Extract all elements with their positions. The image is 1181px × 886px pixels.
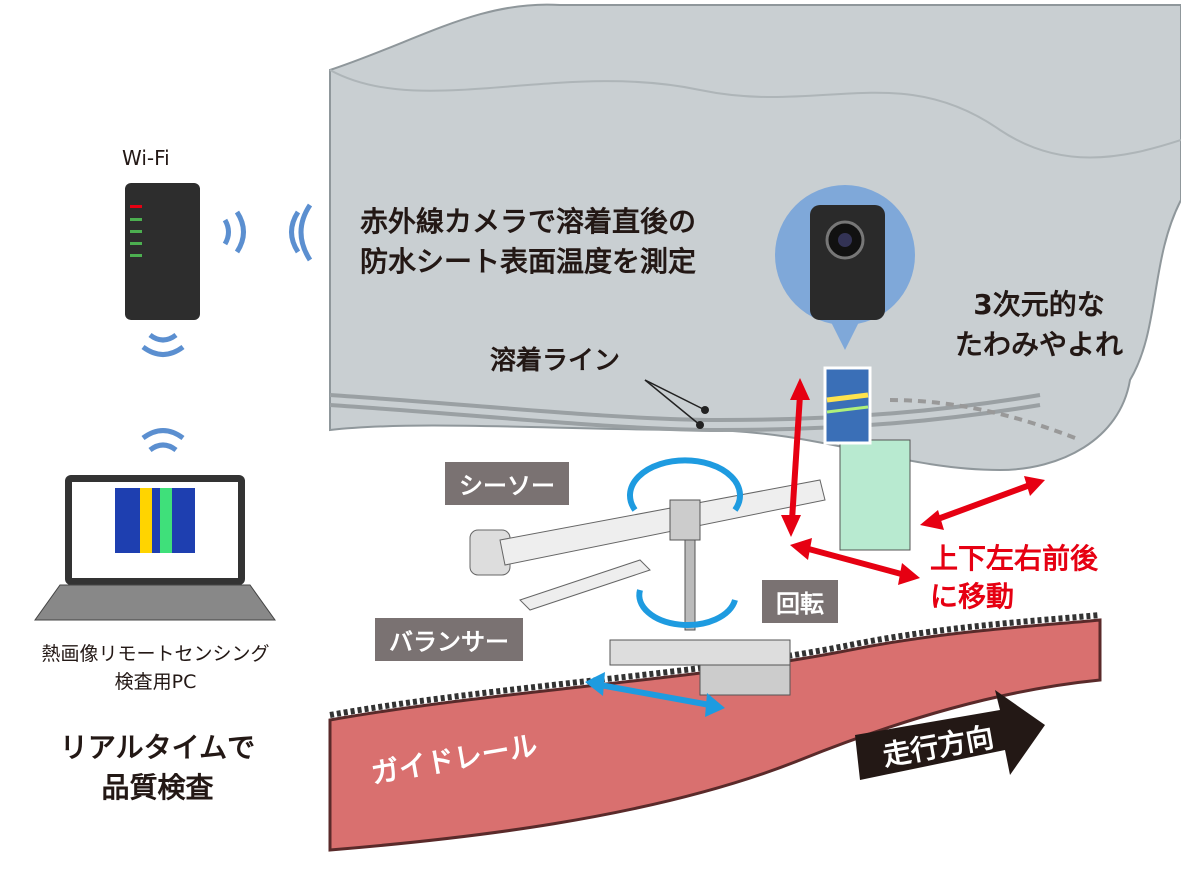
camera-caption-line: 赤外線カメラで溶着直後の	[360, 205, 697, 238]
deformation-caption-line: 3次元的な	[973, 288, 1105, 321]
balancer-label: バランサー	[375, 618, 523, 661]
waterproof-sheet	[329, 3, 1181, 472]
pc-caption: 熱画像リモートセンシング 検査用PC	[28, 640, 283, 696]
wifi-signal-icon	[141, 203, 313, 453]
conclusion-caption: リアルタイムで 品質検査	[40, 728, 275, 808]
movement-caption-line: に移動	[930, 580, 1015, 613]
pc-caption-line: 熱画像リモートセンシング	[41, 643, 270, 665]
thermal-image	[823, 366, 872, 445]
movement-caption-line: 上下左右前後	[930, 542, 1099, 575]
deformation-caption: 3次元的な たわみやよれ	[955, 285, 1123, 365]
movement-caption: 上下左右前後 に移動	[930, 540, 1098, 616]
weld-line	[329, 393, 1041, 423]
direction-arrow	[855, 690, 1045, 780]
seesaw-label: シーソー	[445, 462, 569, 505]
camera-caption: 赤外線カメラで溶着直後の 防水シート表面温度を測定	[360, 202, 696, 282]
conclusion-line: リアルタイムで	[59, 731, 256, 764]
wifi-router	[125, 183, 200, 320]
pc-caption-line: 検査用PC	[114, 671, 197, 693]
camera-caption-line: 防水シート表面温度を測定	[360, 245, 697, 278]
wifi-label: Wi-Fi	[122, 146, 170, 170]
rotation-label: 回転	[762, 580, 838, 623]
conclusion-line: 品質検査	[101, 771, 214, 804]
guide-rail	[328, 618, 1102, 852]
deformation-caption-line: たわみやよれ	[955, 328, 1124, 361]
weld-line-label: 溶着ライン	[490, 346, 621, 376]
